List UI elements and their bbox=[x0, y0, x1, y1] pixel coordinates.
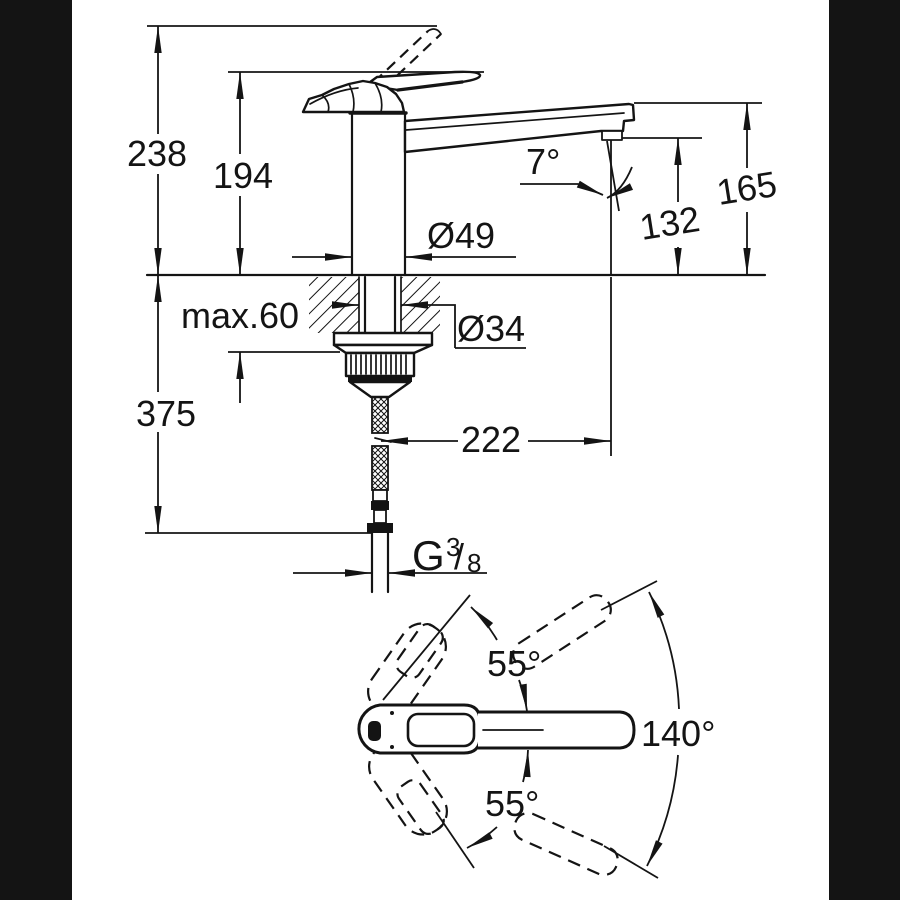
height-overall-label: 238 bbox=[127, 133, 187, 174]
handle-lever-upper-position bbox=[512, 594, 612, 670]
arc-140-total: 140° bbox=[641, 591, 715, 867]
handle-lever-shaft bbox=[478, 710, 636, 750]
ext-line-lower-cap bbox=[435, 811, 475, 869]
thread-slash-label: / bbox=[454, 536, 464, 577]
nut-knurling bbox=[350, 354, 407, 375]
flex-hose-lower bbox=[371, 445, 389, 491]
spout-reach-label: 222 bbox=[461, 419, 521, 460]
height-spout-end-label: 165 bbox=[714, 163, 780, 213]
fitting-band bbox=[371, 501, 389, 510]
dimension-375: 375 bbox=[136, 275, 196, 533]
total-swing-label: 140° bbox=[641, 713, 715, 754]
aerator bbox=[601, 130, 623, 141]
cap-dot-top bbox=[390, 711, 394, 715]
spout-top-inner-line bbox=[405, 112, 625, 131]
thread-numerator-label: 3 bbox=[446, 532, 460, 562]
base-diameter-label: Ø49 bbox=[427, 215, 495, 256]
right-black-bar bbox=[829, 0, 900, 900]
water-stream-angled bbox=[606, 140, 620, 212]
mounting-flange bbox=[332, 331, 434, 347]
handle-cap-cutout bbox=[406, 712, 476, 748]
connection-nut bbox=[367, 523, 393, 533]
dimension-dia49: Ø49 bbox=[292, 215, 516, 261]
ext-line-upper-cap bbox=[382, 594, 471, 701]
left-black-bar bbox=[0, 0, 72, 900]
fitting-neck bbox=[373, 509, 387, 524]
handle-lever-lower-position bbox=[513, 811, 619, 877]
cap-dot-bottom bbox=[390, 745, 394, 749]
dimension-222: 222 bbox=[381, 419, 611, 460]
arc-55-lower: 55° bbox=[466, 749, 539, 849]
spout-angle-label: 7° bbox=[526, 141, 560, 182]
dimension-max60: max.60 bbox=[181, 295, 299, 403]
dimension-7deg: 7° bbox=[520, 141, 634, 199]
dimension-194: 194 bbox=[213, 72, 273, 275]
height-outlet-label: 132 bbox=[637, 198, 703, 248]
faucet-side-view bbox=[147, 25, 762, 456]
flex-hose-upper bbox=[371, 396, 389, 434]
lever-raised-position bbox=[373, 28, 442, 89]
lower-swing-label: 55° bbox=[485, 783, 539, 824]
hose-fitting bbox=[372, 489, 388, 502]
max-deck-thickness-label: max.60 bbox=[181, 295, 299, 336]
upper-swing-label: 55° bbox=[487, 643, 541, 684]
arc-55-upper: 55° bbox=[470, 606, 541, 712]
thread-denominator-label: 8 bbox=[467, 548, 481, 578]
dome-sketch-lines bbox=[309, 82, 383, 113]
dimension-165: 165 bbox=[714, 103, 780, 275]
dimension-132: 132 bbox=[637, 138, 703, 275]
below-deck-length-label: 375 bbox=[136, 393, 196, 434]
dimension-238: 238 bbox=[127, 26, 187, 275]
lever-underside bbox=[396, 80, 464, 92]
handle-cap-marker bbox=[368, 721, 381, 741]
thread-letter-label: G bbox=[412, 532, 445, 579]
dimension-thread-g38: G 3 / 8 bbox=[293, 532, 487, 579]
height-to-lever-label: 194 bbox=[213, 155, 273, 196]
nut-taper bbox=[348, 380, 412, 399]
hole-diameter-label: Ø34 bbox=[457, 308, 525, 349]
lever-handle bbox=[364, 70, 482, 92]
dimension-dia34: Ø34 bbox=[332, 301, 526, 349]
nut-band bbox=[348, 376, 412, 382]
handle-rotation-top-view: 55° 55° 140° bbox=[357, 580, 715, 879]
